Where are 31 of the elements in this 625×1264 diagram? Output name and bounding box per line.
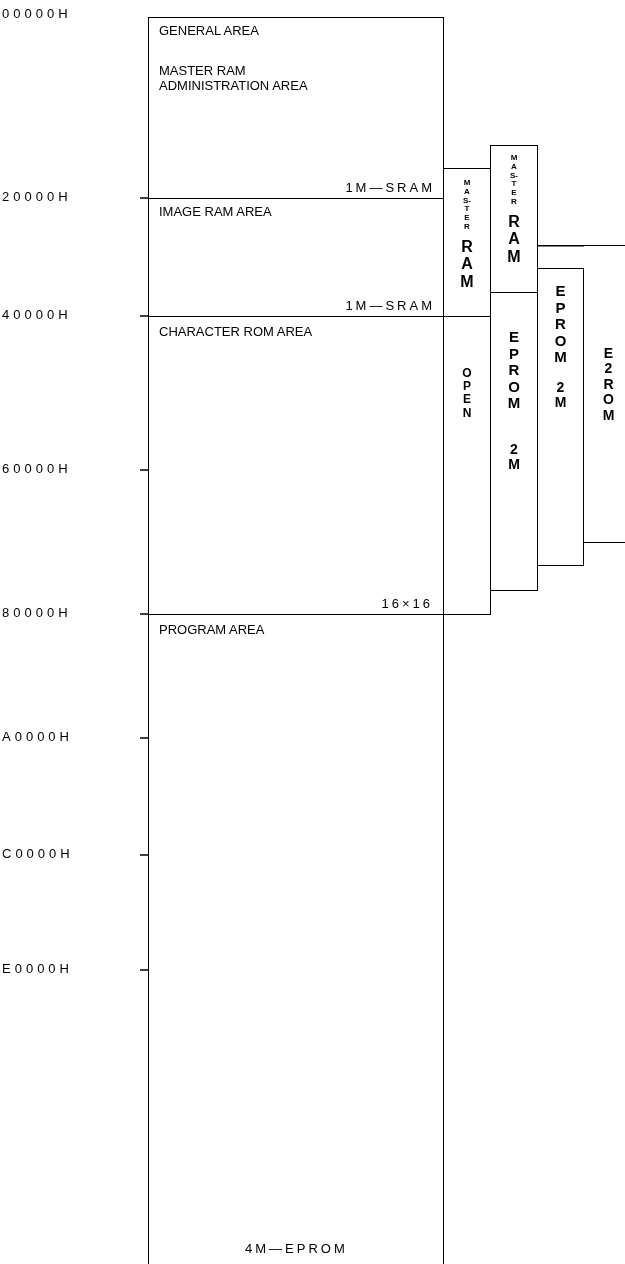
- chip-label: EPROM: [553, 283, 568, 366]
- chip-label: E2ROM: [601, 346, 616, 423]
- address-label: 80000H: [2, 605, 72, 620]
- area-label: GENERAL AREA: [159, 24, 259, 39]
- area-label: CHARACTER ROM AREA: [159, 325, 313, 340]
- chip-label: OPEN: [461, 367, 473, 420]
- chip-label: 1M—SRAM: [345, 299, 435, 314]
- address-label: 00000H: [2, 6, 72, 21]
- address-label: 20000H: [2, 189, 72, 204]
- memory-chip-box: [584, 245, 625, 543]
- chip-label: 2M: [553, 379, 568, 411]
- chip-label: RAM: [459, 237, 475, 291]
- chip-label: 2M: [507, 441, 521, 473]
- area-label: IMAGE RAM AREA: [159, 205, 272, 220]
- chip-label: MASTER RAM ADMINISTRATION AREA: [159, 64, 309, 94]
- address-label: A0000H: [2, 729, 73, 744]
- memory-area-box: [148, 17, 444, 199]
- chip-label: MAS-TER: [463, 179, 471, 232]
- memory-area-box: [148, 614, 444, 1264]
- chip-label: 4M—EPROM: [245, 1242, 348, 1257]
- chip-label: 1M—SRAM: [345, 181, 435, 196]
- address-label: E0000H: [2, 961, 73, 976]
- chip-label: MAS-TER: [510, 154, 518, 207]
- memory-chip-box: [537, 268, 584, 566]
- chip-label: EPROM: [506, 329, 522, 412]
- address-label: 40000H: [2, 307, 72, 322]
- address-label: C0000H: [2, 846, 74, 861]
- chip-label: RAM: [506, 212, 522, 266]
- address-label: 60000H: [2, 461, 72, 476]
- area-label: PROGRAM AREA: [159, 623, 265, 638]
- chip-label: 16×16: [381, 597, 433, 612]
